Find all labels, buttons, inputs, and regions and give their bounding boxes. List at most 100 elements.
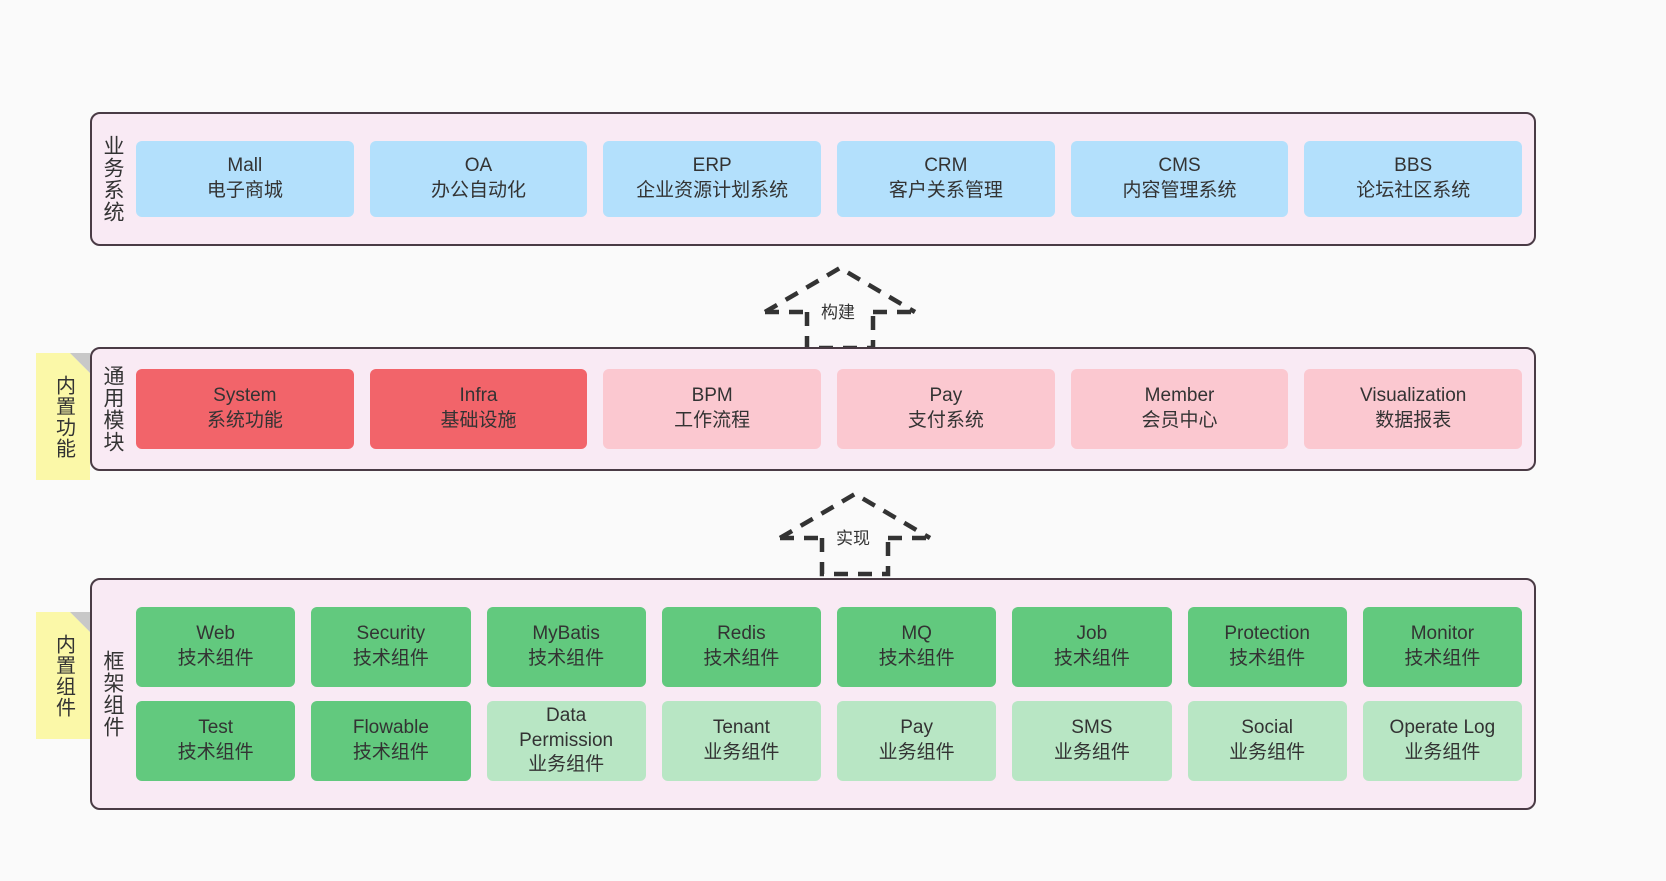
module-name-en: MyBatis [532, 623, 600, 645]
module-card-system[interactable]: System 系统功能 [136, 369, 354, 449]
layer-title-framework-component: 框架组件 [100, 650, 124, 738]
module-card-member[interactable]: Member 会员中心 [1070, 369, 1289, 449]
module-card-pay[interactable]: Pay 支付系统 [837, 369, 1055, 449]
layer-framework-component: 框架组件 Web 技术组件 Security 技术组件 MyBatis 技术组件… [90, 578, 1536, 810]
module-name-cn: 数据报表 [1375, 410, 1452, 431]
module-name-en: Pay [929, 385, 963, 407]
module-name-en: OA [464, 155, 493, 177]
module-name-en: MQ [901, 623, 932, 645]
module-card-web[interactable]: Web 技术组件 [136, 607, 296, 687]
module-card-tenant[interactable]: Tenant 业务组件 [661, 701, 821, 781]
module-name-cn: 技术组件 [1229, 648, 1306, 669]
layer-title-business-system: 业务系统 [100, 135, 124, 223]
module-name-cn: 技术组件 [352, 648, 429, 669]
note-fold-corner-icon [70, 353, 90, 373]
sticky-note-label: 内置功能 [52, 374, 75, 459]
module-name-en: Member [1144, 385, 1215, 407]
module-card-monitor[interactable]: Monitor 技术组件 [1362, 607, 1522, 687]
module-card-infra[interactable]: Infra 基础设施 [369, 369, 588, 449]
module-card-bbs[interactable]: BBS 论坛社区系统 [1304, 141, 1523, 217]
module-name-en: Pay [900, 717, 933, 739]
module-name-en: Job [1076, 623, 1108, 645]
module-card-erp[interactable]: ERP 企业资源计划系统 [603, 141, 822, 217]
module-name-cn: 业务组件 [1229, 742, 1306, 763]
module-card-cms[interactable]: CMS 内容管理系统 [1070, 141, 1289, 217]
module-name-cn: 业务组件 [1404, 742, 1481, 763]
module-name-cn: 基础设施 [440, 410, 517, 431]
card-row: Web 技术组件 Security 技术组件 MyBatis 技术组件 Redi… [136, 607, 1522, 687]
module-card-mq[interactable]: MQ 技术组件 [837, 607, 997, 687]
module-card-test[interactable]: Test 技术组件 [136, 701, 296, 781]
module-name-cn: 系统功能 [206, 410, 283, 431]
module-name-en: Web [196, 623, 235, 645]
module-card-mybatis[interactable]: MyBatis 技术组件 [486, 607, 646, 687]
card-row: System 系统功能 Infra 基础设施 BPM 工作流程 Pay 支付系统… [136, 369, 1523, 449]
layer-business-system: 业务系统 Mall 电子商城 OA 办公自动化 ERP 企业资源计划系统 CRM… [90, 112, 1536, 246]
module-name-cn: 技术组件 [1053, 648, 1130, 669]
module-card-sms[interactable]: SMS 业务组件 [1012, 701, 1172, 781]
module-name-cn: 客户关系管理 [888, 180, 1003, 201]
module-card-redis[interactable]: Redis 技术组件 [661, 607, 821, 687]
module-card-mall[interactable]: Mall 电子商城 [136, 141, 354, 217]
module-name-cn: 技术组件 [177, 742, 254, 763]
module-name-cn: 电子商城 [206, 180, 283, 201]
module-card-security[interactable]: Security 技术组件 [311, 607, 471, 687]
connector-implement: 实现 [770, 488, 950, 578]
module-name-en: BBS [1394, 155, 1433, 177]
sticky-note-builtin-component: 内置组件 [36, 612, 90, 739]
module-name-en: Operate Log [1389, 717, 1496, 739]
module-card-visualization[interactable]: Visualization 数据报表 [1304, 369, 1523, 449]
module-name-en: BPM [691, 385, 733, 407]
module-name-cn: 技术组件 [352, 742, 429, 763]
module-name-cn: 内容管理系统 [1122, 180, 1237, 201]
module-name-en: Data Permission [519, 704, 614, 751]
module-name-cn: 论坛社区系统 [1356, 180, 1471, 201]
layer-body-common-module: System 系统功能 Infra 基础设施 BPM 工作流程 Pay 支付系统… [132, 349, 1534, 469]
module-name-cn: 业务组件 [878, 742, 955, 763]
module-name-cn: 业务组件 [1053, 742, 1130, 763]
module-name-en: Redis [717, 623, 766, 645]
module-card-pay-component[interactable]: Pay 业务组件 [837, 701, 997, 781]
dashed-hollow-arrow-icon [778, 491, 932, 577]
sticky-note-builtin-function: 内置功能 [36, 353, 90, 480]
connector-label-build: 构建 [821, 303, 855, 322]
dashed-hollow-arrow-icon [763, 265, 917, 351]
module-name-en: CMS [1158, 155, 1201, 177]
module-name-en: SMS [1071, 717, 1113, 739]
module-card-crm[interactable]: CRM 客户关系管理 [837, 141, 1055, 217]
module-name-en: System [213, 385, 277, 407]
module-name-en: Monitor [1410, 623, 1475, 645]
note-fold-corner-icon [70, 612, 90, 632]
module-card-protection[interactable]: Protection 技术组件 [1187, 607, 1347, 687]
module-name-en: Protection [1224, 623, 1310, 645]
layer-body-business-system: Mall 电子商城 OA 办公自动化 ERP 企业资源计划系统 CRM 客户关系… [132, 114, 1534, 244]
module-name-cn: 支付系统 [907, 410, 984, 431]
module-name-en: Visualization [1360, 385, 1467, 407]
module-name-en: Security [356, 623, 426, 645]
module-card-bpm[interactable]: BPM 工作流程 [603, 369, 822, 449]
module-name-en: ERP [692, 155, 732, 177]
module-name-cn: 企业资源计划系统 [636, 180, 789, 201]
module-name-cn: 业务组件 [528, 754, 605, 776]
module-name-en: Test [198, 717, 234, 739]
layer-body-framework-component: Web 技术组件 Security 技术组件 MyBatis 技术组件 Redi… [132, 580, 1534, 808]
module-card-operate-log[interactable]: Operate Log 业务组件 [1362, 701, 1522, 781]
module-card-flowable[interactable]: Flowable 技术组件 [311, 701, 471, 781]
module-card-data-permission[interactable]: Data Permission 业务组件 [486, 701, 646, 781]
module-name-en: Tenant [712, 717, 770, 739]
module-name-cn: 技术组件 [1404, 648, 1481, 669]
module-name-cn: 业务组件 [703, 742, 780, 763]
module-name-en: Infra [459, 385, 498, 407]
module-card-social[interactable]: Social 业务组件 [1187, 701, 1347, 781]
module-name-cn: 技术组件 [878, 648, 955, 669]
module-name-cn: 技术组件 [703, 648, 780, 669]
layer-common-module: 通用模块 System 系统功能 Infra 基础设施 BPM 工作流程 Pay… [90, 347, 1536, 471]
module-name-cn: 会员中心 [1141, 410, 1218, 431]
layer-title-common-module: 通用模块 [100, 365, 124, 453]
module-card-job[interactable]: Job 技术组件 [1012, 607, 1172, 687]
module-name-cn: 技术组件 [528, 648, 605, 669]
module-name-en: CRM [924, 155, 968, 177]
module-card-oa[interactable]: OA 办公自动化 [369, 141, 588, 217]
connector-build: 构建 [755, 262, 935, 352]
